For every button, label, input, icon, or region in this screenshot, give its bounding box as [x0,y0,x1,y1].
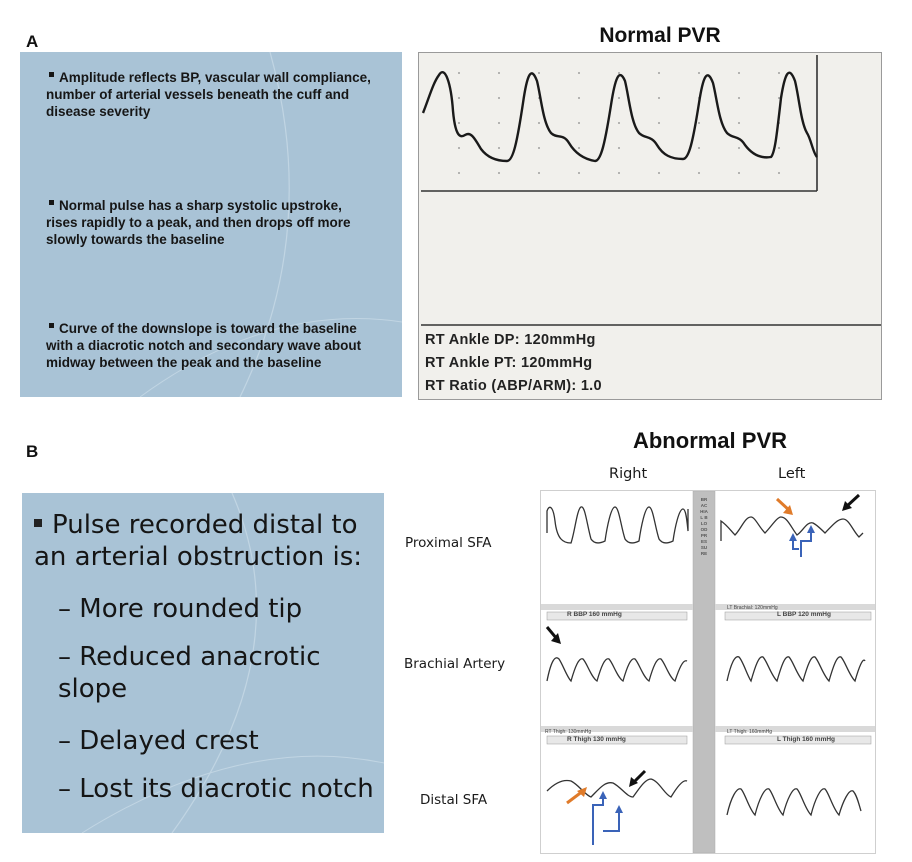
col-label-right: Right [609,466,648,482]
strip-label-lt-brachial: LT Brachial: 120mmHg [727,605,778,611]
strip-label-l-thigh: L Thigh 160 mmHg [777,736,836,743]
panel-a-slide: Amplitude reflects BP, vascular wall com… [20,52,402,397]
normal-pvr-recording: RT Ankle DP: 120mmHg RT Ankle PT: 120mmH… [418,52,882,400]
strip-label-l-bbp: L BBP 120 mmHg [777,611,831,618]
bullet-normal-pulse: Normal pulse has a sharp systolic upstro… [46,198,351,247]
slide-b-item-anacrotic: – Reduced anacrotic slope [58,642,321,704]
col-label-left: Left [778,466,806,482]
bullet-downslope: Curve of the downslope is toward the bas… [46,321,362,370]
bullet-square [34,518,42,527]
readout-ratio: RT Ratio (ABP/ARM): 1.0 [425,378,602,394]
readout-ankle-dp: RT Ankle DP: 120mmHg [425,332,596,348]
row-label-proximal-sfa: Proximal SFA [405,535,492,551]
slide-b-decoration [81,493,384,833]
panel-b-letter: B [26,442,39,461]
bullet-amplitude: Amplitude reflects BP, vascular wall com… [46,70,371,119]
abnormal-pvr-recording: R BBP 160 mmHg L BBP 120 mmHg LT Brachia… [540,490,876,854]
normal-pvr-title: Normal PVR [599,24,721,47]
slide-decoration [139,52,402,397]
slide-b-item-rounded-tip: – More rounded tip [58,594,303,624]
slide-b-item-delayed-crest: – Delayed crest [58,726,259,756]
slide-b-item-lost-notch: – Lost its diacrotic notch [58,774,374,804]
panel-a-letter: A [26,32,39,51]
strip-label-rt-thigh: RT Thigh: 130mmHg [545,729,592,735]
strip-label-lt-thigh: LT Thigh: 160mmHg [727,729,773,735]
strip-label-r-thigh: R Thigh 130 mmHg [567,736,626,743]
panel-b-slide: Pulse recorded distal to an arterial obs… [22,493,384,833]
strip-label-r-bbp: R BBP 160 mmHg [567,611,622,618]
row-label-distal-sfa: Distal SFA [420,792,488,808]
normal-pvr-waveform [421,55,881,326]
row-label-brachial-artery: Brachial Artery [404,656,506,672]
center-strip-label: BRACHIAL BLOOD PRESSURE [700,497,708,556]
abnormal-pvr-title: Abnormal PVR [632,428,788,453]
slide-b-heading: Pulse recorded distal to an arterial obs… [34,510,363,572]
abnormal-pvr-grid [541,491,875,853]
readout-ankle-pt: RT Ankle PT: 120mmHg [425,355,593,371]
